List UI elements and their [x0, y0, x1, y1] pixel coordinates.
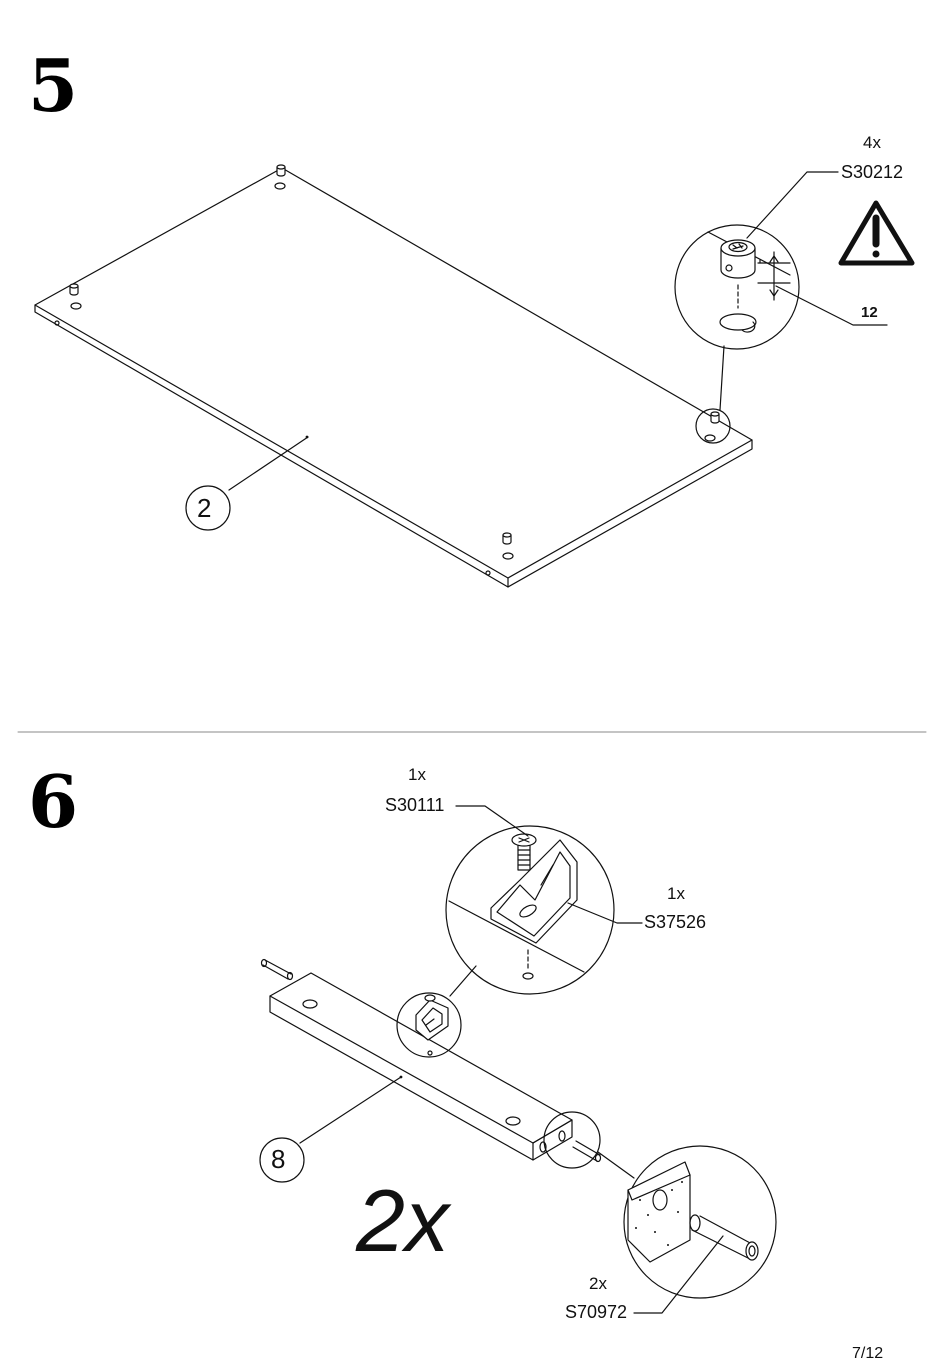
cam-depth-dimension: 12 [861, 304, 878, 321]
screw-code: S30111 [385, 795, 444, 816]
dowel-quantity: 2x [589, 1274, 607, 1294]
cam-quantity: 4x [863, 133, 881, 153]
dowel-detail-magnifier [598, 1146, 776, 1313]
repeat-count: 2x [356, 1170, 449, 1272]
part-label-2: 2 [197, 493, 211, 524]
page-number: 7/12 [852, 1345, 883, 1362]
bracket-code: S37526 [644, 912, 706, 933]
cam-code: S30212 [841, 162, 903, 183]
dowel-code: S70972 [565, 1302, 627, 1323]
part-label-8: 8 [271, 1144, 285, 1175]
step-number-6: 6 [28, 766, 78, 838]
bracket-detail-magnifier [446, 806, 642, 996]
rail-8-drawing [260, 960, 601, 1183]
panel-2-drawing [35, 165, 752, 587]
cam-detail-magnifier [675, 172, 887, 443]
warning-icon [841, 203, 912, 263]
bracket-quantity: 1x [667, 884, 685, 904]
screw-quantity: 1x [408, 765, 426, 785]
step-number-5: 5 [28, 50, 78, 122]
